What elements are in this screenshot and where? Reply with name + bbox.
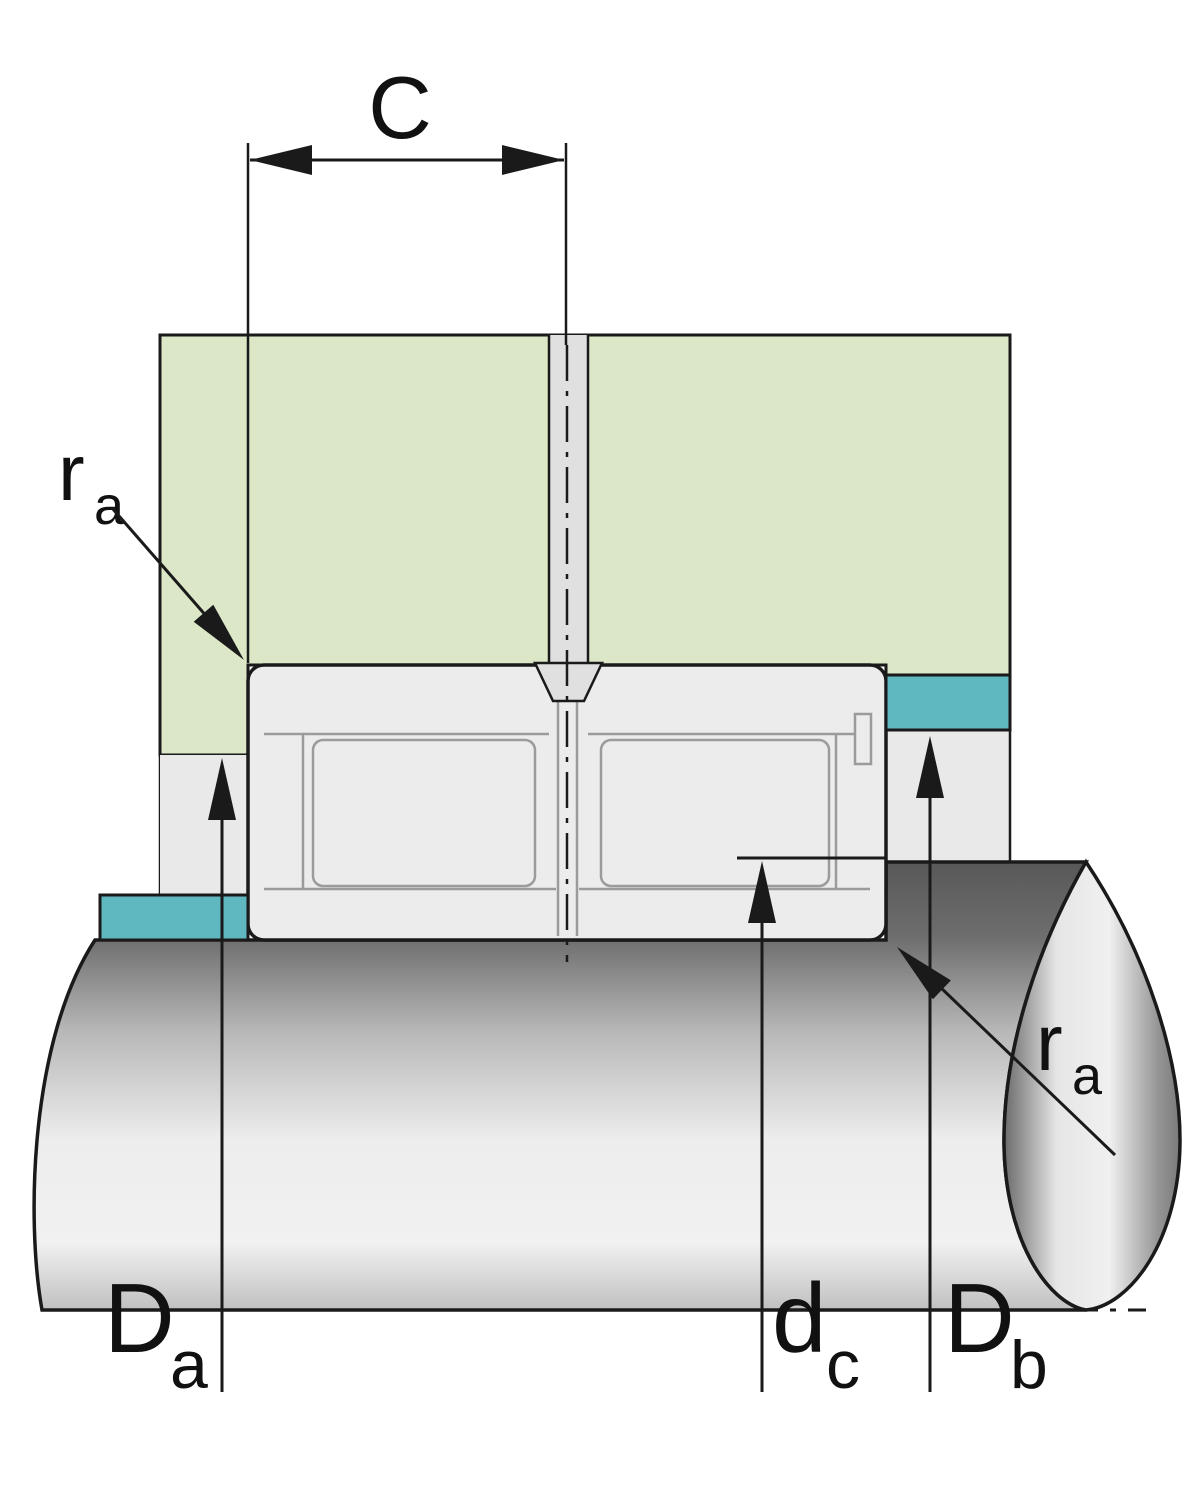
- arrowhead-right: [502, 145, 564, 175]
- gap-regions: [160, 730, 1012, 895]
- locating-ring-right: [884, 673, 1012, 732]
- locating-rings: [98, 673, 1012, 942]
- dimension-housing-abutment-da: D a: [104, 758, 236, 1403]
- shaft: [32, 858, 1182, 1312]
- locating-ring-left: [98, 893, 250, 942]
- leader-arrowhead-bottom: [897, 947, 951, 1000]
- left-gap-region: [160, 755, 248, 895]
- arrowhead-left: [250, 145, 312, 175]
- db-arrowhead: [916, 736, 944, 798]
- bearing-internal-lines: [264, 701, 873, 936]
- label-ra-bottom-sub: a: [1072, 1046, 1103, 1106]
- label-ra-bottom-base: r: [1036, 998, 1063, 1087]
- right-gap-region: [886, 730, 1010, 862]
- channel-bore: [549, 335, 588, 663]
- leader-line-bottom: [936, 983, 1117, 1157]
- label-ra-top-base: r: [58, 428, 85, 517]
- dc-arrowhead: [748, 861, 776, 923]
- label-ra-top-sub: a: [94, 476, 125, 536]
- dimension-recess-dc: d c: [748, 861, 860, 1403]
- snap-ring-groove-slot: [853, 712, 873, 766]
- label-db-base: D: [944, 1263, 1015, 1373]
- label-dc-sub: c: [826, 1327, 860, 1403]
- label-db-sub: b: [1010, 1327, 1048, 1403]
- dimension-shaft-abutment-db: D b: [916, 736, 1048, 1403]
- leader-line-top: [110, 507, 210, 619]
- centerlines: [55, 345, 1146, 1312]
- label-da-base: D: [104, 1263, 175, 1373]
- roller-right: [599, 738, 831, 888]
- dimension-width-c: C: [246, 58, 568, 663]
- label-dc-base: d: [772, 1263, 827, 1373]
- roller-left: [311, 738, 537, 888]
- da-arrowhead: [208, 758, 236, 820]
- lubrication-channel: [533, 335, 604, 703]
- leader-arrowhead-top: [193, 604, 244, 660]
- leader-fillet-shaft: r a: [897, 947, 1117, 1157]
- label-c: C: [368, 58, 432, 157]
- channel-funnel: [533, 661, 604, 703]
- label-da-sub: a: [170, 1327, 208, 1403]
- leader-fillet-housing: r a: [58, 428, 244, 660]
